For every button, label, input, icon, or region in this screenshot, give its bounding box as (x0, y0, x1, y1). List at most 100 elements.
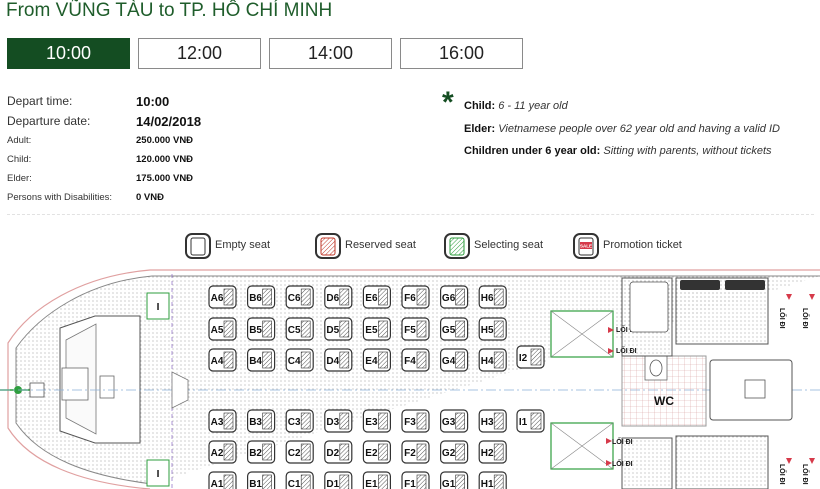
seat-D6[interactable]: D6 (324, 285, 353, 309)
seat-D1[interactable]: D1 (324, 471, 353, 489)
departure-date-label: Departure date: (7, 114, 91, 128)
seat-G6[interactable]: G6 (440, 285, 469, 309)
legend-empty: Empty seat (185, 231, 270, 259)
seat-F5[interactable]: F5 (401, 317, 430, 341)
seat-E4[interactable]: E4 (362, 348, 391, 372)
seat-D5[interactable]: D5 (324, 317, 353, 341)
seat-label-C5: C5 (288, 325, 301, 336)
seat-C2[interactable]: C2 (285, 440, 314, 464)
seat-B3[interactable]: B3 (247, 409, 276, 433)
rear-room-bottom-left (621, 437, 673, 489)
disabled-price-row: Persons with Disabilities: 0 VNĐ (7, 188, 201, 207)
time-tab-1600[interactable]: 16:00 (400, 38, 523, 69)
seat-I2[interactable]: I2 (516, 345, 545, 369)
departure-date-row: Departure date: 14/02/2018 (7, 111, 201, 131)
seat-A6[interactable]: A6 (208, 285, 237, 309)
seat-A3[interactable]: A3 (208, 409, 237, 433)
legend-reserved: Reserved seat (315, 231, 416, 259)
seat-C6[interactable]: C6 (285, 285, 314, 309)
seat-G5[interactable]: G5 (440, 317, 469, 341)
seat-H4[interactable]: H4 (478, 348, 507, 372)
depart-time-label: Depart time: (7, 94, 73, 108)
seat-H6[interactable]: H6 (478, 285, 507, 309)
legend-selecting: Selecting seat (444, 231, 543, 259)
exit-label-v2: LỐI ĐI (801, 308, 811, 329)
seat-B2[interactable]: B2 (247, 440, 276, 464)
empty-seat-icon (185, 233, 211, 259)
seat-A5[interactable]: A5 (208, 317, 237, 341)
adult-price: 250.000 VNĐ (136, 135, 194, 146)
seat-G1[interactable]: G1 (440, 471, 469, 489)
seat-label-A6: A6 (211, 293, 224, 304)
seat-label-G1: G1 (442, 479, 456, 489)
seat-G2[interactable]: G2 (440, 440, 469, 464)
seat-E5[interactable]: E5 (362, 317, 391, 341)
seat-D4[interactable]: D4 (324, 348, 353, 372)
legend-promotion: SALE Promotion ticket (573, 231, 682, 259)
exit-label-v4: LỐI ĐI (801, 464, 811, 485)
note-elder: Elder: Vietnamese people over 62 year ol… (464, 123, 780, 135)
seat-label-A5: A5 (211, 325, 224, 336)
seat-label-F6: F6 (404, 293, 416, 304)
hull-outline (7, 269, 820, 489)
seat-H3[interactable]: H3 (478, 409, 507, 433)
seat-H2[interactable]: H2 (478, 440, 507, 464)
seat-A1[interactable]: A1 (208, 471, 237, 489)
seat-G4[interactable]: G4 (440, 348, 469, 372)
seat-G3[interactable]: G3 (440, 409, 469, 433)
seat-F2[interactable]: F2 (401, 440, 430, 464)
seat-label-F5: F5 (404, 325, 416, 336)
seat-label-F1: F1 (404, 479, 416, 489)
seat-label-F3: F3 (404, 417, 416, 428)
seat-E6[interactable]: E6 (362, 285, 391, 309)
time-tab-1400[interactable]: 14:00 (269, 38, 392, 69)
seat-label-H3: H3 (481, 417, 494, 428)
seat-label-C1: C1 (288, 479, 301, 489)
promo-badge: SALE (580, 244, 592, 249)
promotion-seat-icon: SALE (573, 233, 599, 259)
note-child: Child: 6 - 11 year old (464, 100, 568, 112)
seat-label-H2: H2 (481, 448, 494, 459)
seat-label-B2: B2 (249, 448, 262, 459)
side-seat-top[interactable] (146, 292, 170, 320)
note-child-text: 6 - 11 year old (498, 100, 568, 112)
seat-E2[interactable]: E2 (362, 440, 391, 464)
toilet-icon (649, 359, 663, 377)
seat-label-E4: E4 (365, 356, 378, 367)
disabled-label: Persons with Disabilities: (7, 192, 113, 203)
side-seat-bottom[interactable] (146, 459, 170, 487)
seat-C4[interactable]: C4 (285, 348, 314, 372)
seat-E1[interactable]: E1 (362, 471, 391, 489)
seat-C3[interactable]: C3 (285, 409, 314, 433)
time-tab-1000[interactable]: 10:00 (7, 38, 130, 69)
seat-label-B4: B4 (249, 356, 262, 367)
seat-C5[interactable]: C5 (285, 317, 314, 341)
seat-A4[interactable]: A4 (208, 348, 237, 372)
seat-F3[interactable]: F3 (401, 409, 430, 433)
seat-H1[interactable]: H1 (478, 471, 507, 489)
seat-C1[interactable]: C1 (285, 471, 314, 489)
seat-label-B3: B3 (249, 417, 262, 428)
seat-F4[interactable]: F4 (401, 348, 430, 372)
seat-H5[interactable]: H5 (478, 317, 507, 341)
child-price: 120.000 VNĐ (136, 154, 194, 165)
seat-F6[interactable]: F6 (401, 285, 430, 309)
seat-B6[interactable]: B6 (247, 285, 276, 309)
note-under6-label: Children under 6 year old: (464, 145, 601, 157)
seat-I1[interactable]: I1 (516, 409, 545, 433)
seat-D2[interactable]: D2 (324, 440, 353, 464)
seat-B5[interactable]: B5 (247, 317, 276, 341)
time-tab-1200[interactable]: 12:00 (138, 38, 261, 69)
seat-B1[interactable]: B1 (247, 471, 276, 489)
side-seat-bottom-label: I (157, 469, 160, 480)
seat-D3[interactable]: D3 (324, 409, 353, 433)
seat-B4[interactable]: B4 (247, 348, 276, 372)
seat-A2[interactable]: A2 (208, 440, 237, 464)
note-elder-label: Elder: (464, 123, 496, 135)
seat-label-G2: G2 (442, 448, 456, 459)
seat-F1[interactable]: F1 (401, 471, 430, 489)
departure-date-value: 14/02/2018 (136, 113, 202, 129)
seat-E3[interactable]: E3 (362, 409, 391, 433)
exit-label-v1: LỐI ĐI (778, 308, 788, 329)
seat-label-F4: F4 (404, 356, 416, 367)
